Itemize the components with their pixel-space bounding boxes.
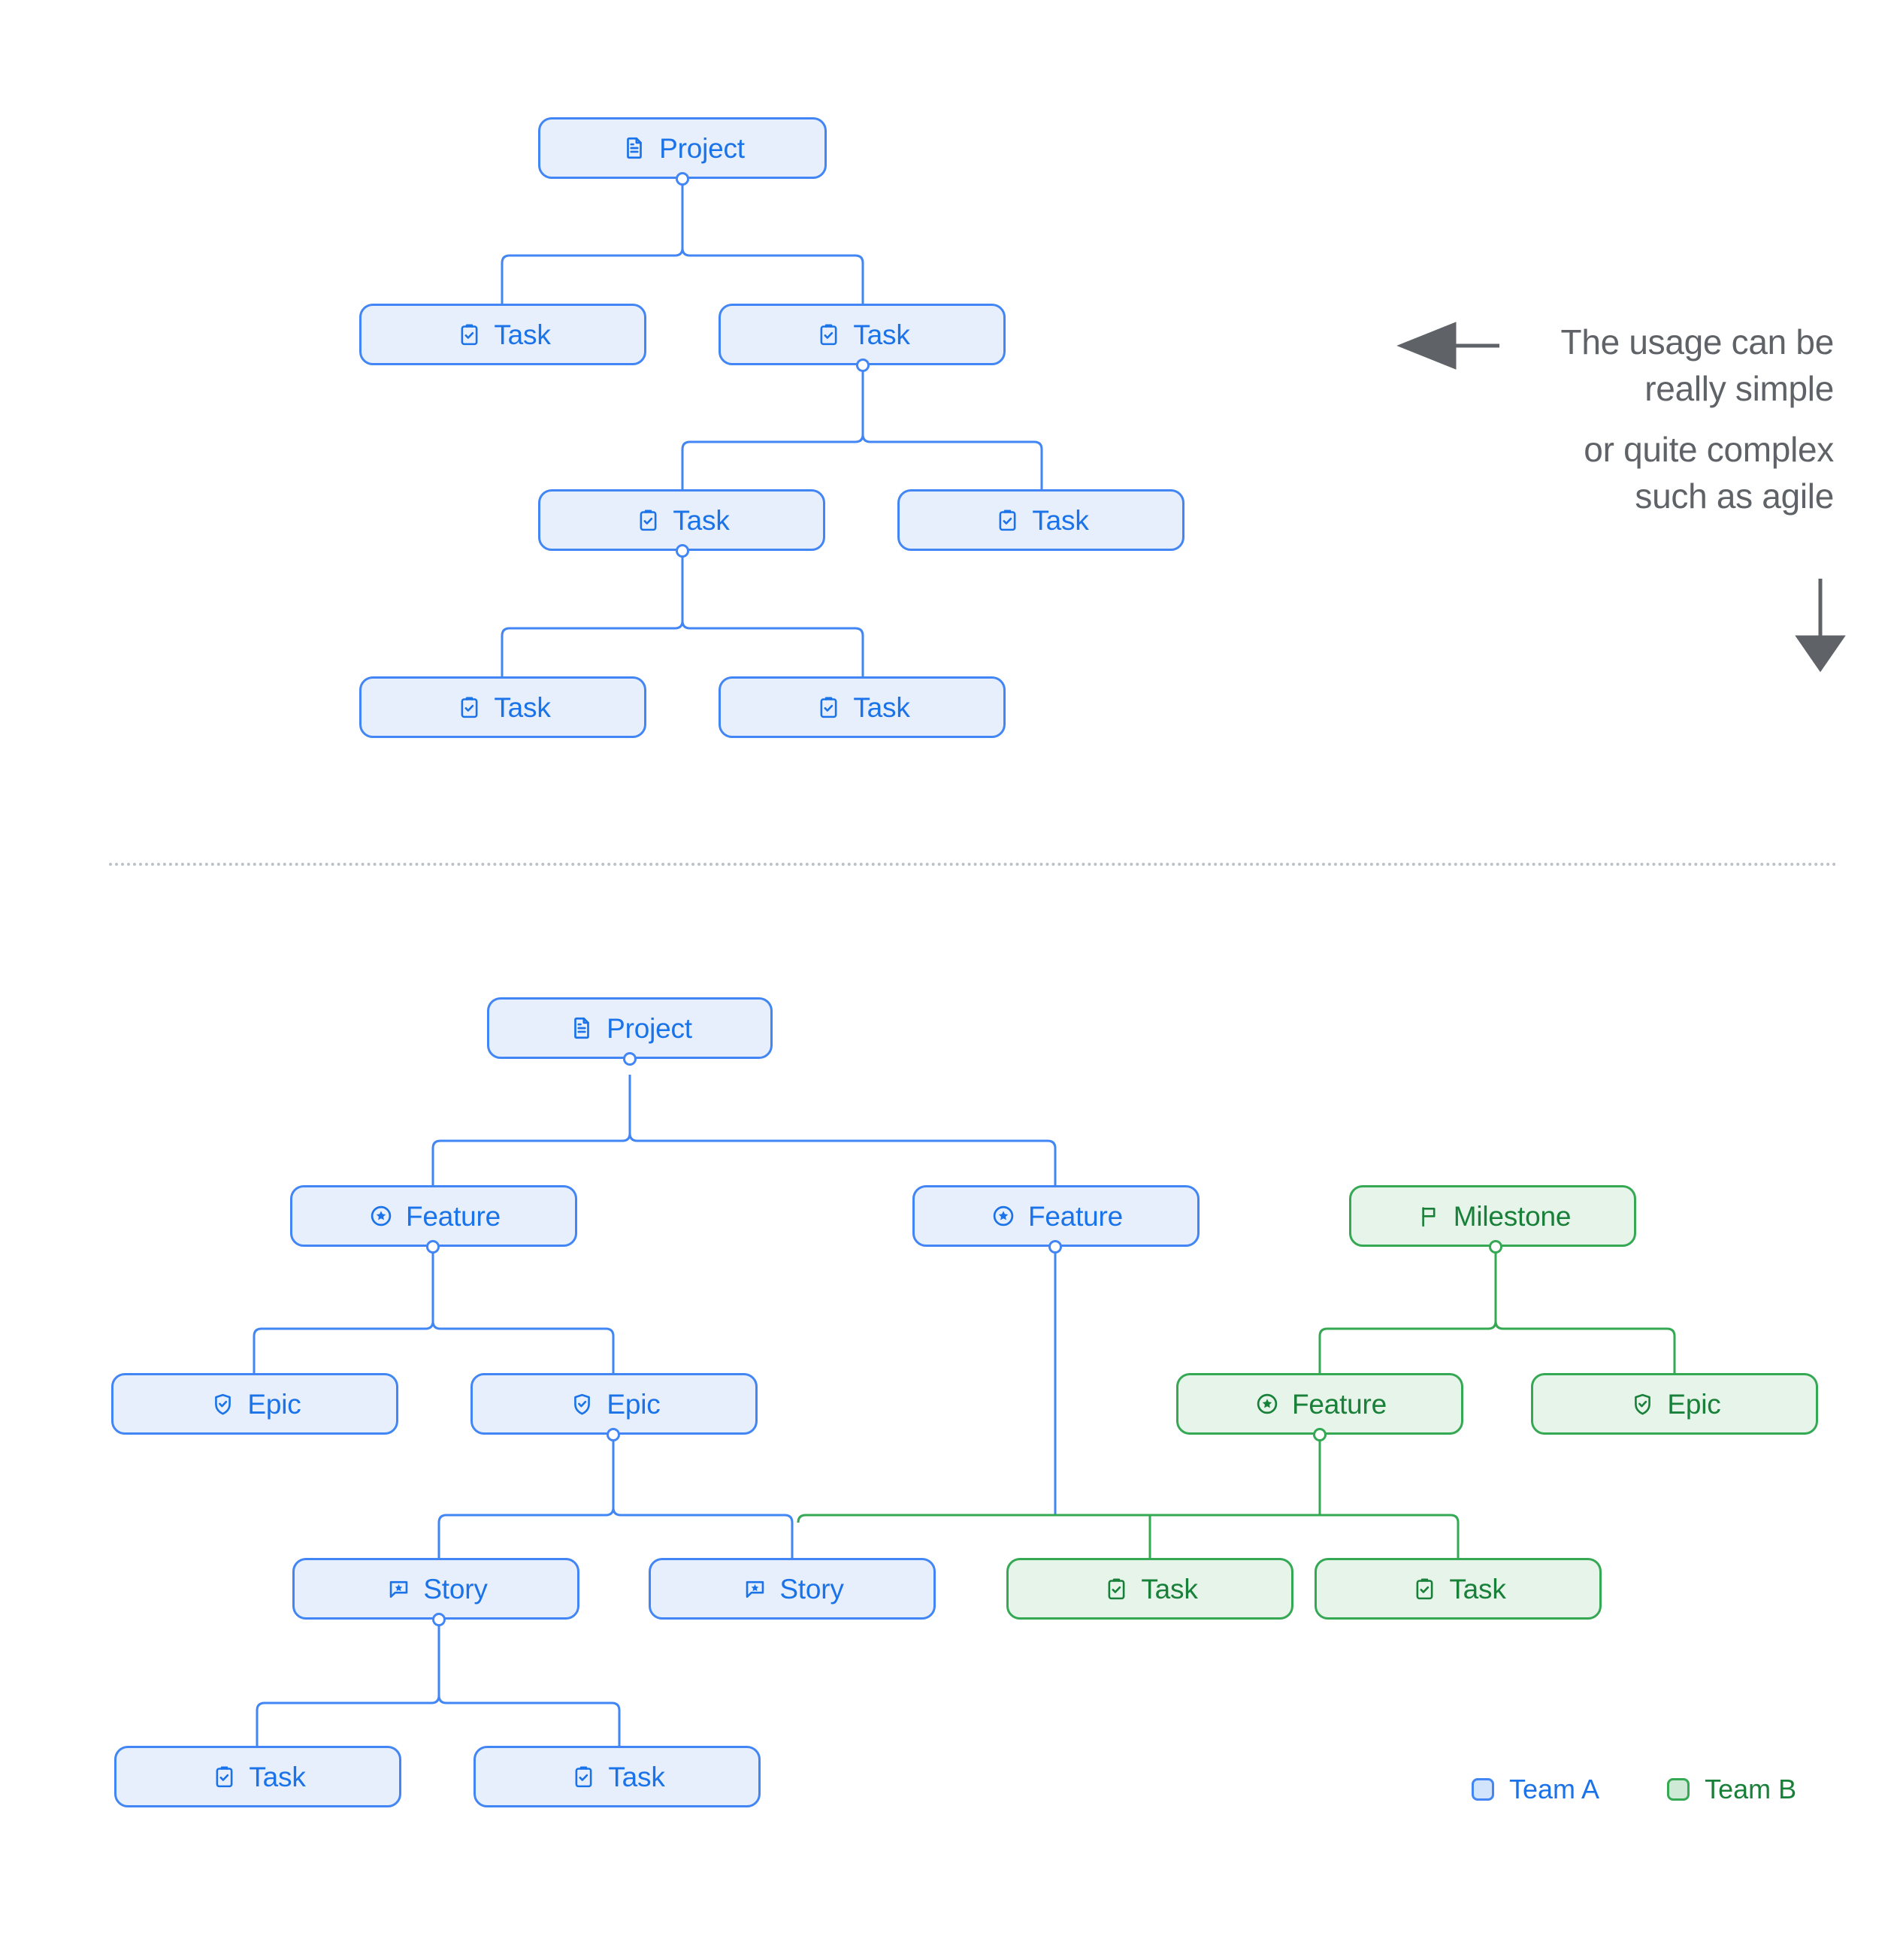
node-label: Epic <box>1667 1388 1721 1420</box>
feature-star-icon <box>367 1202 395 1230</box>
connector-knob <box>426 1240 440 1254</box>
legend-swatch-green <box>1667 1778 1690 1801</box>
node-label: Project <box>607 1012 692 1044</box>
node-project[interactable]: Project <box>487 997 773 1059</box>
node-label: Story <box>779 1573 844 1605</box>
node-label: Task <box>853 691 910 723</box>
epic-shield-icon <box>1628 1390 1656 1418</box>
node-label: Task <box>494 319 551 350</box>
connector-knob <box>856 358 870 372</box>
legend-item-team-a[interactable]: Team A <box>1472 1774 1599 1805</box>
node-task[interactable]: Task <box>719 676 1006 738</box>
node-label: Task <box>853 319 910 350</box>
epic-shield-icon <box>208 1390 237 1418</box>
node-label: Milestone <box>1453 1200 1572 1232</box>
connector-knob <box>676 172 689 186</box>
node-label: Task <box>608 1761 665 1792</box>
node-task[interactable]: Task <box>897 489 1184 551</box>
task-clipboard-icon <box>455 320 483 349</box>
node-task[interactable]: Task <box>538 489 825 551</box>
legend-label: Team B <box>1705 1774 1797 1804</box>
task-clipboard-icon <box>634 506 662 534</box>
node-label: Task <box>494 691 551 723</box>
node-epic[interactable]: Epic <box>470 1373 758 1435</box>
connector-knob <box>1489 1240 1502 1254</box>
node-task[interactable]: Task <box>1315 1558 1602 1620</box>
node-story[interactable]: Story <box>292 1558 579 1620</box>
node-task[interactable]: Task <box>719 304 1006 365</box>
connector-knob <box>607 1428 620 1441</box>
node-task[interactable]: Task <box>1006 1558 1293 1620</box>
story-bubble-icon <box>740 1574 769 1603</box>
node-label: Feature <box>1027 1200 1124 1232</box>
node-label: Task <box>1141 1573 1198 1605</box>
node-label: Project <box>659 132 745 164</box>
annotation-line-1: The usage can be <box>1560 322 1835 361</box>
node-epic[interactable]: Epic <box>111 1373 398 1435</box>
node-label: Story <box>423 1573 488 1605</box>
epic-shield-icon <box>567 1390 596 1418</box>
legend-item-team-b[interactable]: Team B <box>1667 1774 1796 1805</box>
node-epic[interactable]: Epic <box>1531 1373 1818 1435</box>
task-clipboard-icon <box>1102 1574 1130 1603</box>
node-task[interactable]: Task <box>359 304 646 365</box>
node-feature[interactable]: Feature <box>1176 1373 1463 1435</box>
node-label: Task <box>673 504 730 536</box>
node-story[interactable]: Story <box>649 1558 936 1620</box>
legend-swatch-blue <box>1472 1778 1494 1801</box>
node-label: Task <box>1032 504 1089 536</box>
task-clipboard-icon <box>814 693 843 721</box>
feature-star-icon <box>1253 1390 1281 1418</box>
node-label: Feature <box>1291 1388 1387 1420</box>
node-project[interactable]: Project <box>538 117 827 179</box>
node-label: Epic <box>247 1388 301 1420</box>
task-clipboard-icon <box>1410 1574 1439 1603</box>
connector-knob <box>623 1052 637 1066</box>
task-clipboard-icon <box>210 1762 238 1791</box>
node-feature[interactable]: Feature <box>912 1185 1200 1247</box>
connector-knob <box>432 1613 446 1626</box>
connector-knob <box>1313 1428 1327 1441</box>
node-feature[interactable]: Feature <box>290 1185 577 1247</box>
connector-knob <box>1048 1240 1062 1254</box>
task-clipboard-icon <box>455 693 483 721</box>
node-milestone[interactable]: Milestone <box>1349 1185 1636 1247</box>
connector-knob <box>676 544 689 558</box>
node-task[interactable]: Task <box>359 676 646 738</box>
node-label: Task <box>249 1761 306 1792</box>
task-clipboard-icon <box>569 1762 598 1791</box>
node-task[interactable]: Task <box>473 1746 761 1807</box>
feature-star-icon <box>989 1202 1018 1230</box>
annotation-line-3: or quite complex <box>1584 430 1834 470</box>
story-bubble-icon <box>384 1574 413 1603</box>
section-divider <box>109 863 1838 866</box>
annotation-text: The usage can be really simple or quite … <box>1323 319 1835 520</box>
node-label: Task <box>1449 1573 1506 1605</box>
document-icon <box>567 1014 596 1042</box>
task-clipboard-icon <box>993 506 1021 534</box>
node-label: Feature <box>405 1200 501 1232</box>
node-task[interactable]: Task <box>114 1746 401 1807</box>
task-clipboard-icon <box>814 320 843 349</box>
legend-label: Team A <box>1509 1774 1600 1804</box>
document-icon <box>620 134 649 162</box>
annotation-line-4: such as agile <box>1635 476 1834 516</box>
flag-icon <box>1414 1202 1443 1230</box>
annotation-line-2: really simple <box>1644 368 1834 408</box>
node-label: Epic <box>607 1388 661 1420</box>
legend: Team A Team B <box>1472 1774 1796 1805</box>
